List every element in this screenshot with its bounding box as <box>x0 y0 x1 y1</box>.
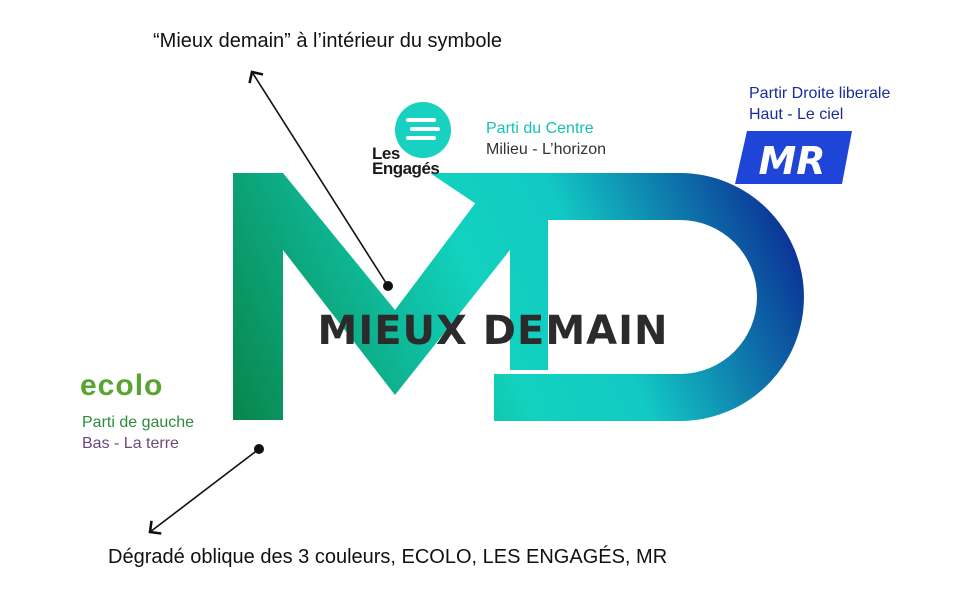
equals-stripes-icon <box>395 102 451 158</box>
arrow-top <box>248 70 389 287</box>
mr-label-block: Partir Droite liberale Haut - Le ciel <box>749 83 890 125</box>
arrow-top-dot <box>383 281 393 291</box>
logo-wordmark: MIEUX DEMAIN <box>318 308 669 354</box>
engages-wordmark: Les Engagés <box>372 144 440 178</box>
engages-party-position: Milieu - L’horizon <box>486 141 607 158</box>
annotation-top: “Mieux demain” à l’intérieur du symbole <box>153 30 503 52</box>
arrow-bottom-dot <box>254 444 264 454</box>
arrow-bottom <box>148 448 260 535</box>
ecolo-wordmark: ecolo <box>80 369 164 402</box>
ecolo-party-name: Parti de gauche <box>82 414 195 431</box>
engages-wordmark-line1: Les <box>372 144 400 163</box>
mr-badge: MR <box>735 131 852 184</box>
engages-party-name: Parti du Centre <box>486 120 594 137</box>
engages-label-block: Parti du Centre Milieu - L’horizon <box>486 118 606 160</box>
mr-logo-text: MR <box>758 139 825 183</box>
d-letter-shape <box>430 173 804 421</box>
mr-party-position: Haut - Le ciel <box>749 106 844 123</box>
m-letter-shape <box>233 173 548 420</box>
engages-wordmark-line2: Engagés <box>372 159 440 178</box>
ecolo-party-position: Bas - La terre <box>82 435 179 452</box>
annotation-bottom: Dégradé oblique des 3 couleurs, ECOLO, L… <box>108 546 668 568</box>
mr-party-name: Partir Droite liberale <box>749 85 891 102</box>
ecolo-label-block: Parti de gauche Bas - La terre <box>82 412 194 454</box>
